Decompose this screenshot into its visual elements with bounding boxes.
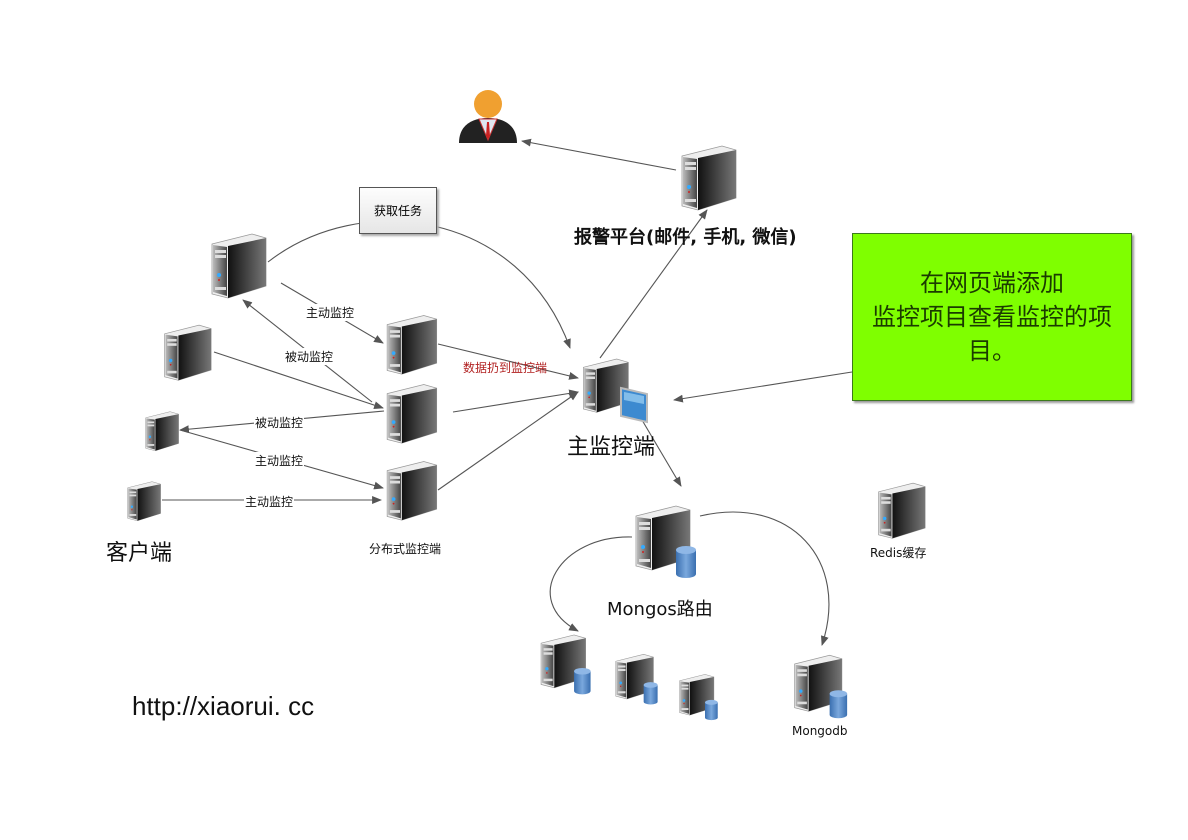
distributed-label: 分布式监控端: [369, 542, 442, 556]
note-line: 在网页端添加: [920, 269, 1064, 297]
edge-label-active: 主动监控: [305, 304, 356, 321]
edge-dist2-to-main: [452, 389, 579, 413]
client-server-icon: [143, 408, 180, 452]
mongos-label: Mongos路由: [607, 599, 713, 620]
redis-server-icon: [875, 478, 927, 540]
client-server-icon: [125, 478, 162, 522]
note-line: 监控项目查看监控的项: [872, 303, 1112, 331]
alert-platform-label: 报警平台(邮件, 手机, 微信): [574, 227, 797, 248]
distributed-server-icon: [383, 310, 439, 376]
client-label: 客户端: [106, 541, 173, 566]
footer-url: http://xiaorui. cc: [132, 691, 315, 721]
shard-db-server-icon: [537, 630, 593, 696]
edge-mongos-right: [699, 511, 830, 646]
get-task-box: 获取任务: [359, 187, 437, 234]
get-task-label: 获取任务: [373, 204, 422, 218]
edge-label-active: 主动监控: [244, 493, 295, 510]
edge-label-data-to-main: 数据扔到监控端: [463, 361, 548, 375]
task-server-icon: [208, 228, 268, 300]
edge-dist3-to-main: [437, 391, 579, 491]
alert-platform-server-icon: [678, 140, 738, 212]
monitor-screen-icon: [619, 384, 649, 426]
edge-label-active: 主动监控: [254, 452, 305, 469]
note-box: 在网页端添加 监控项目查看监控的项 目。: [852, 233, 1132, 401]
edge-main-to-mongos: [641, 419, 682, 487]
mongos-db-server-icon: [632, 500, 698, 580]
edge-note-to-main: [673, 371, 853, 403]
shard-db-server-icon: [613, 650, 659, 706]
edge-dist1-to-main: [437, 343, 579, 380]
edge-label-passive: 被动监控: [254, 414, 305, 431]
mongodb-label: Mongodb: [792, 724, 848, 738]
edge-srv-left-to-dist: [213, 351, 384, 409]
edge-label-passive: 被动监控: [284, 348, 335, 365]
edge-alert-to-user: [521, 138, 677, 171]
client-server-icon: [160, 320, 214, 382]
shard-db-server-icon: [677, 670, 719, 722]
edge-mongos-left: [549, 536, 633, 632]
distributed-server-icon: [383, 456, 439, 522]
user-icon: [457, 88, 519, 148]
note-line: 目。: [968, 337, 1016, 365]
edge-main-to-alert: [599, 209, 708, 359]
redis-label: Redis缓存: [870, 546, 927, 560]
distributed-server-icon: [383, 379, 439, 445]
main-monitor-label: 主监控端: [567, 435, 656, 460]
mongodb-db-server-icon: [791, 650, 849, 720]
